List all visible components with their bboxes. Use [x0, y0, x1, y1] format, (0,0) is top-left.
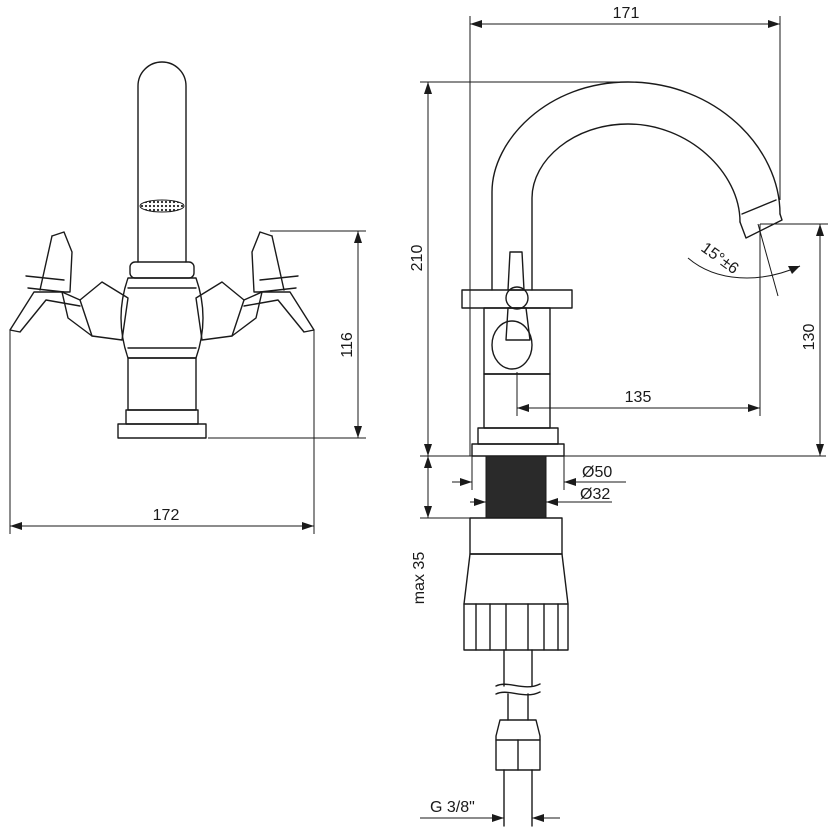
front-width-label: 172 — [153, 507, 180, 524]
right-handle — [243, 231, 315, 333]
arrowhead — [816, 444, 824, 456]
arrowhead — [532, 814, 544, 822]
supply-hose-lower — [507, 693, 529, 721]
side-base-ring — [477, 427, 559, 445]
handle-bottom-arm — [505, 307, 531, 341]
handle-hub — [505, 286, 529, 310]
spout-height-dimension: 130 — [760, 223, 828, 456]
arrowhead — [492, 814, 504, 822]
aerator-mesh — [139, 199, 185, 213]
right-handle-ridge — [259, 275, 299, 293]
supply-hose — [503, 649, 533, 687]
top-width-dimension: 171 — [469, 5, 781, 456]
left-valve-housing — [79, 281, 129, 341]
arrowhead — [424, 456, 432, 468]
front-collar — [129, 261, 195, 279]
arrowhead — [816, 224, 824, 236]
total-height-dimension: 210 — [409, 81, 826, 457]
front-base-ring — [125, 409, 199, 425]
top-width-label: 171 — [613, 5, 640, 22]
mounting-washer — [469, 517, 563, 555]
inner-diameter-dimension: Ø32 — [470, 486, 612, 506]
thread-label: G 3/8" — [430, 799, 475, 816]
arrowhead — [302, 522, 314, 530]
arrowhead — [788, 266, 800, 274]
arrowhead — [748, 404, 760, 412]
threaded-stud — [485, 455, 547, 519]
arrowhead — [470, 20, 482, 28]
left-handle-ridge — [25, 275, 65, 293]
front-width-dimension: 172 — [9, 330, 315, 534]
arrowhead — [768, 20, 780, 28]
arrowhead — [424, 444, 432, 456]
valve-cap — [491, 320, 533, 370]
arrowhead — [564, 478, 576, 486]
arrowhead — [546, 498, 558, 506]
arrowhead — [424, 506, 432, 518]
break-line — [495, 683, 541, 688]
outer-diameter-label: Ø50 — [582, 464, 612, 481]
front-view: 116 172 — [9, 61, 366, 534]
angle-dimension: 15°±6 — [687, 223, 801, 297]
arrowhead — [474, 498, 486, 506]
left-valve-stem — [61, 291, 93, 337]
side-body — [483, 307, 551, 375]
max-thickness-label: max 35 — [411, 552, 428, 605]
max-thickness-dimension: max 35 — [411, 456, 470, 604]
mounting-nut — [463, 553, 569, 651]
arrowhead — [10, 522, 22, 530]
nut-grips — [475, 603, 559, 651]
spout-reach-dimension: 135 — [516, 224, 761, 416]
handle-bar — [461, 289, 573, 309]
angle-label: 15°±6 — [698, 239, 742, 277]
side-spout-inner — [531, 123, 741, 291]
right-handle-edge — [271, 235, 285, 291]
arrowhead — [354, 426, 362, 438]
side-cross-handle — [461, 251, 573, 370]
spout-tip-line — [741, 199, 777, 215]
front-height-label: 116 — [339, 332, 356, 358]
front-base-plate — [117, 423, 207, 439]
break-line — [495, 691, 541, 696]
hex-fitting — [495, 719, 541, 771]
front-right-valve — [195, 231, 315, 341]
side-view: 171 210 130 135 — [409, 5, 828, 827]
outer-diameter-dimension: Ø50 — [452, 450, 626, 490]
arrowhead — [460, 478, 472, 486]
total-height-label: 210 — [409, 245, 426, 272]
left-handle-edge — [39, 235, 53, 291]
front-spout-tube — [137, 61, 187, 263]
front-height-dimension: 116 — [208, 230, 366, 439]
right-valve-stem — [231, 291, 263, 337]
spout-reach-label: 135 — [625, 389, 652, 406]
angle-arc — [687, 257, 801, 279]
arrowhead — [517, 404, 529, 412]
spout-height-label: 130 — [801, 324, 818, 351]
front-left-valve — [9, 231, 129, 341]
spout-tip — [739, 213, 783, 239]
thread-dimension: G 3/8" — [420, 799, 560, 822]
right-valve-housing — [195, 281, 245, 341]
side-spout-outer — [491, 81, 781, 291]
front-body — [120, 277, 204, 359]
front-column — [127, 357, 197, 411]
arrowhead — [354, 231, 362, 243]
handle-top-arm — [507, 251, 525, 291]
side-base-plate — [471, 443, 565, 457]
left-handle — [9, 231, 81, 333]
angle-ref-line — [757, 223, 779, 297]
arrowhead — [424, 82, 432, 94]
inner-diameter-label: Ø32 — [580, 486, 610, 503]
